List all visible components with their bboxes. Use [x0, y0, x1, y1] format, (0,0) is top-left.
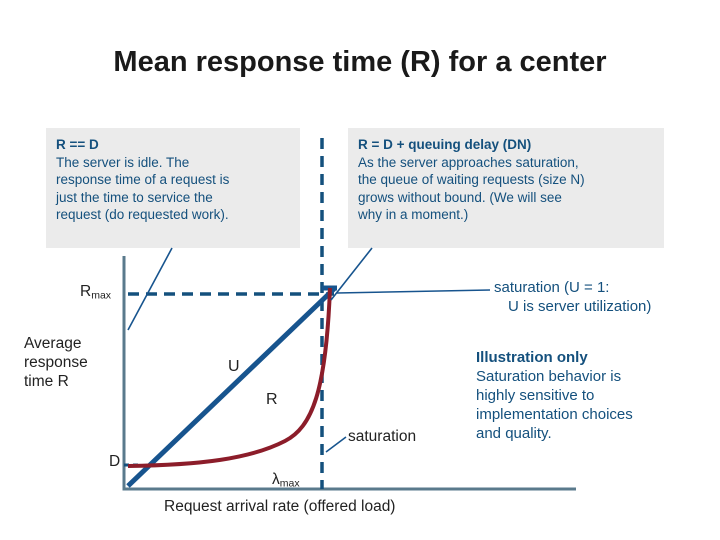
y-tick-rmax: Rmax [80, 282, 111, 306]
callout-left-line-3: just the time to service the [56, 189, 213, 205]
y-tick-rmax-sub: max [91, 289, 112, 302]
illustration-note-line-3: implementation choices [476, 406, 633, 423]
saturation-pointer-leader [325, 436, 347, 453]
saturation-note: saturation (U = 1: U is server utilizati… [494, 278, 714, 316]
illustration-note: Illustration only Saturation behavior is… [476, 348, 708, 443]
saturation-note-line-1: saturation (U = 1: [494, 279, 610, 296]
y-axis-label-line-1: Average [24, 335, 82, 352]
saturation-pointer-label: saturation [348, 428, 417, 445]
x-tick-lambda-max: λmax [272, 470, 300, 494]
y-axis-label-line-2: response [24, 354, 88, 371]
callout-right-line-2: the queue of waiting requests (size N) [358, 172, 585, 187]
callout-right-leader [330, 247, 373, 301]
callout-right-line-1: As the server approaches saturation, [358, 154, 579, 170]
saturation-note-line-2: U is server utilization) [508, 298, 652, 315]
utilization-line [126, 286, 337, 488]
callout-right-heading: R = D + queuing delay (DN) [358, 137, 532, 152]
illustration-note-line-2: highly sensitive to [476, 387, 595, 404]
callout-left-line-1: The server is idle. The [56, 154, 190, 170]
chart-axes [122, 256, 576, 491]
response-curve [127, 287, 332, 468]
callout-right: R = D + queuing delay (DN) As the server… [348, 128, 664, 248]
illustration-note-line-1: Saturation behavior is [476, 368, 622, 385]
series-label-response: R [266, 391, 278, 408]
saturation-note-leader [336, 289, 491, 294]
illustration-note-line-4: and quality. [476, 425, 552, 442]
page-title: Mean response time (R) for a center [113, 46, 607, 78]
callout-left-line-4: request (do requested work). [56, 207, 229, 222]
series-label-utilization: U [228, 358, 240, 375]
callout-left: R == D The server is idle. The response … [46, 128, 300, 248]
x-tick-lambda-base: λ [272, 471, 280, 488]
callout-right-line-3: grows without bound. (We will see [358, 189, 562, 205]
y-axis-label-line-3: time R [24, 373, 69, 390]
callout-left-heading: R == D [56, 137, 99, 152]
callout-right-line-4: why in a moment.) [358, 207, 469, 222]
callout-left-line-2: response time of a request is [56, 172, 230, 187]
x-tick-lambda-sub: max [279, 477, 300, 490]
x-axis-label: Request arrival rate (offered load) [164, 498, 396, 515]
y-axis-label: Average response time R [24, 334, 124, 391]
y-tick-rmax-base: R [80, 283, 92, 300]
callout-left-leader [127, 247, 173, 331]
illustration-note-heading: Illustration only [476, 349, 588, 366]
y-tick-d: D [109, 453, 121, 470]
